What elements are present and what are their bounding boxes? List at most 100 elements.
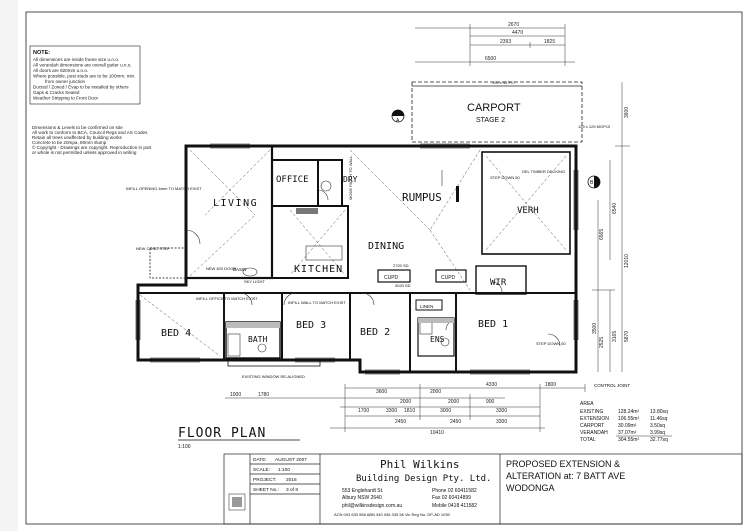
section-marker-a: A <box>391 109 405 124</box>
notes-box: NOTE: All dimensions are inside frame si… <box>29 45 141 105</box>
area-row-sq: 11.46sq <box>650 416 668 422</box>
roof-hip-lines <box>139 149 567 357</box>
area-row-sq: 3.99sq <box>650 430 665 436</box>
title-block <box>223 453 743 525</box>
firm-address-city: Albury NSW 2640 <box>342 495 382 501</box>
dim-right-5870: 5870 <box>624 331 630 342</box>
note-line: from owner junction <box>45 79 86 84</box>
note-line: Gaps & Cracks Sealed <box>33 90 80 95</box>
area-row-label: TOTAL <box>580 437 596 443</box>
note-line: Ducted / Zoned / Evap to be installed by… <box>33 85 129 90</box>
room-label-living: LIVING <box>213 198 258 209</box>
area-row-sq: 32.77sq <box>650 437 668 443</box>
firm-fax: Fax 02 60414899 <box>432 495 471 501</box>
new-conc-step-label: NEW CONC STEP <box>136 246 170 251</box>
area-row-m2: 37.07m² <box>618 430 637 436</box>
area-row-m2: 128.24m² <box>618 409 639 415</box>
dim-bottom: 2000 <box>400 399 411 405</box>
area-row-label: EXTENSION <box>580 416 609 422</box>
carport-post-note: 125 x 125 MGP10 <box>578 124 611 129</box>
room-label-verandah: VERH <box>517 206 539 216</box>
dim-bottom: 1800 <box>545 382 556 388</box>
room-label-bed1: BED 1 <box>478 319 508 330</box>
note-line: Where possible, post studs are to be 100… <box>33 74 135 79</box>
area-row-label: CARPORT <box>580 423 604 429</box>
dim-right-6540: 6540 <box>612 203 618 214</box>
room-label-bath: BATH <box>248 335 267 344</box>
svg-text:A: A <box>396 118 400 124</box>
notes-heading: NOTE: <box>33 50 50 56</box>
firm-phone: Phone 02 60411582 <box>432 488 477 494</box>
area-row-m2: 30.09m² <box>618 423 637 429</box>
svg-text:B: B <box>590 180 594 186</box>
plan-scale: 1:100 <box>178 444 191 450</box>
note-line: All doors are 820mm u.n.o. <box>33 68 88 73</box>
dim-right-2525: 2525 <box>599 337 605 348</box>
dim-bottom: 1780 <box>258 392 269 398</box>
infill-office-note: INFILL OFFICE TO MATCH EXIST <box>196 296 258 301</box>
fixtures <box>227 170 459 357</box>
dim-top-1825: 1825 <box>544 39 555 45</box>
compliance-line: or whole is not permitted unless approve… <box>32 150 137 155</box>
skylight-label: SKY LIGHT <box>244 279 265 284</box>
firm-mobile: Mobile 0418 411582 <box>432 503 477 509</box>
bottom-dimensions <box>225 384 586 432</box>
area-heading: AREA <box>580 401 594 407</box>
ens-shade <box>418 318 454 323</box>
area-row-label: VERANDAH <box>580 430 608 436</box>
firm-subtitle: Building Design Pty. Ltd. <box>356 474 491 484</box>
scale-label: SCALE: <box>253 467 270 473</box>
room-label-bed3: BED 3 <box>296 320 326 331</box>
bath-shade <box>226 322 280 328</box>
room-label-bed4: BED 4 <box>161 328 191 339</box>
dim-right-3500: 3500 <box>592 323 598 334</box>
room-label-carport: CARPORT <box>467 102 521 114</box>
dim-bottom: 3300 <box>496 408 507 414</box>
dim-bottom: 900 <box>486 399 495 405</box>
dim-bottom: 3600 <box>376 389 387 395</box>
timber-decking-note: DEL TIMBER DECKING <box>522 169 565 174</box>
carport-beam-note: 190 x 45 F17 <box>492 80 516 85</box>
dim-bottom: 3300 <box>496 419 507 425</box>
room-label-office: OFFICE <box>276 175 309 185</box>
room-label-wir: WIR <box>490 278 507 288</box>
area-row-sq: 13.80sq <box>650 409 668 415</box>
date-value: AUGUST 2007 <box>275 457 307 463</box>
compliance-line: Concrete to be 20mpa, 80mm slump <box>32 140 107 145</box>
existing-window-note: EXISTING WINDOW RE-ALIGNED <box>242 374 305 379</box>
control-joint-note: CONTROL JOINT <box>594 383 630 388</box>
scan-margin <box>0 0 18 531</box>
area-row-sq: 3.50sq <box>650 423 665 429</box>
dim-bottom: 2000 <box>448 399 459 405</box>
room-label-bed2: BED 2 <box>360 327 390 338</box>
carport-outline <box>411 81 583 143</box>
firm-name: Phil Wilkins <box>380 458 459 471</box>
scale-value: 1:100 <box>278 467 290 473</box>
dim-bottom: 3000 <box>440 408 451 414</box>
title-block-logo <box>228 493 246 511</box>
compliance-notes: Dimensions & Levels to be confirmed on s… <box>32 125 152 155</box>
right-dimensions <box>592 82 630 372</box>
area-row-label: EXISTING <box>580 409 603 415</box>
area-table: AREA EXISTING 128.24m² 13.80sq EXTENSION… <box>580 401 672 443</box>
compliance-line: Dimensions & Levels to be confirmed on s… <box>32 125 123 130</box>
basin-label: BASIN <box>233 267 247 272</box>
dim-top-2393: 2393 <box>500 39 511 45</box>
dim-bottom: 3300 <box>386 408 397 414</box>
note-line: All verandah dimensions are overall gutt… <box>33 63 132 68</box>
room-label-dry: DRY <box>343 175 358 184</box>
proposal-line: ALTERATION at: 7 BATT AVE <box>506 471 625 481</box>
mode-patch-note: MODE PATCH TO WALL <box>348 155 353 200</box>
compliance-line: Retain all trees unaffected by building … <box>32 135 123 140</box>
dim-top-4470: 4470 <box>512 30 523 36</box>
room-label-kitchen: KITCHEN <box>294 264 343 275</box>
room-label-cupd: CUPD <box>441 275 456 281</box>
dim-right-12010: 12010 <box>624 254 630 268</box>
plan-title: FLOOR PLAN <box>178 426 266 441</box>
dim-overall: 10410 <box>430 430 444 436</box>
area-row-m2: 304.55m² <box>618 437 639 443</box>
room-label-linen: LINEN <box>420 304 433 309</box>
dim-bottom: 2450 <box>395 419 406 425</box>
project-value: 2016 <box>286 477 297 483</box>
